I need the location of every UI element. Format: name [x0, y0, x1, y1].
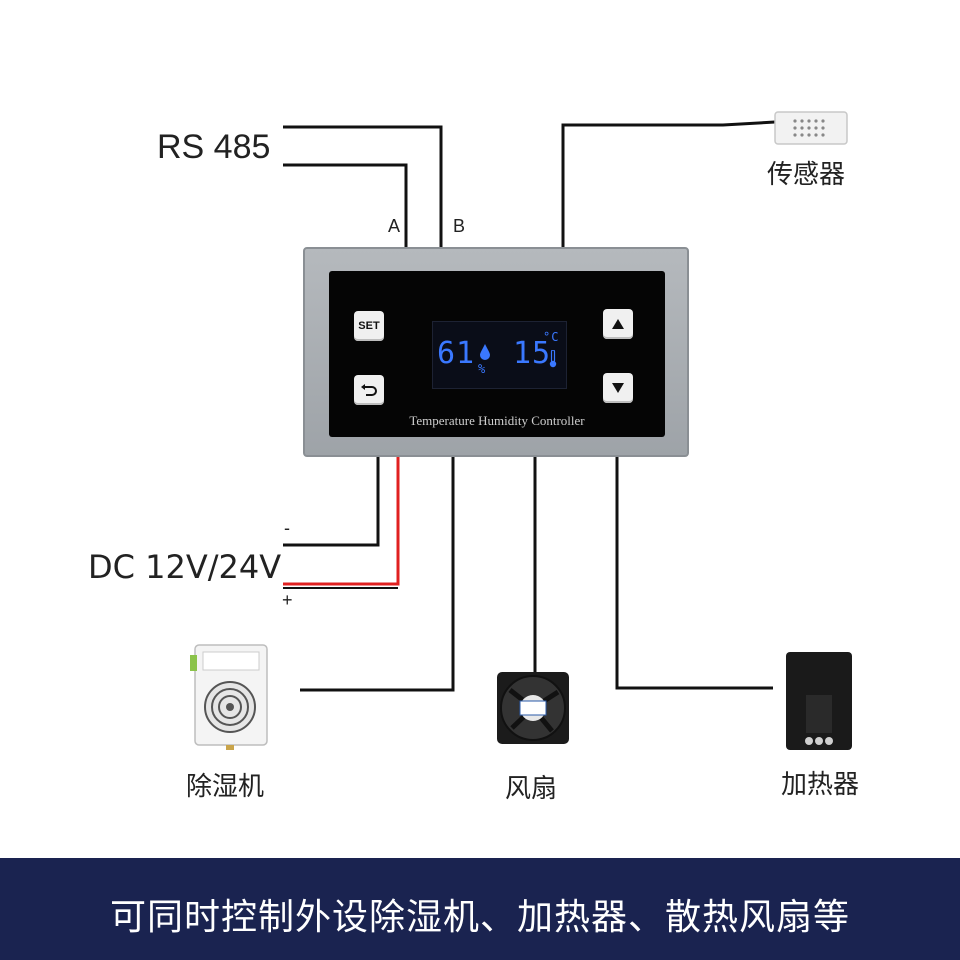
humidity-unit: % [478, 362, 487, 376]
rs485-label: RS 485 [157, 128, 271, 166]
down-button[interactable] [603, 373, 633, 403]
controller-device: SET 61 % 15 °C Temperature Humidity Cont… [303, 247, 689, 457]
power-wire-positive [283, 457, 400, 586]
up-button[interactable] [603, 309, 633, 339]
sensor-label: 传感器 [767, 160, 846, 190]
arrow-up-icon [612, 319, 624, 329]
power-label: DC 12V/24V [88, 548, 282, 586]
back-arrow-icon [361, 384, 377, 396]
temperature-value: 15 [513, 336, 552, 371]
heater-wire [615, 457, 773, 690]
back-button[interactable] [354, 375, 384, 405]
rs485-wire-a [283, 163, 408, 247]
sensor-icon [774, 111, 848, 145]
wiring-diagram [190, 111, 852, 750]
pin-b-label: B [453, 216, 466, 236]
heater-icon [786, 652, 852, 750]
fan-icon [497, 672, 569, 744]
controller-title: Temperature Humidity Controller [409, 413, 585, 428]
rs485-wire-b [283, 125, 443, 247]
footer-banner: 可同时控制外设除湿机、加热器、散热风扇等 [0, 858, 960, 960]
footer-text: 可同时控制外设除湿机、加热器、散热风扇等 [109, 897, 850, 938]
dehumidifier-label: 除湿机 [186, 772, 265, 802]
heater-label: 加热器 [781, 770, 860, 800]
set-button[interactable]: SET [354, 311, 384, 341]
power-wire-negative [283, 457, 380, 547]
power-plus-label: + [282, 590, 293, 610]
lcd-display: 61 % 15 °C [432, 321, 567, 389]
water-drop-icon [480, 344, 490, 360]
pin-a-label: A [388, 216, 401, 236]
thermometer-icon [549, 350, 557, 368]
temperature-unit: °C [543, 330, 560, 344]
dehumidifier-icon [190, 644, 268, 750]
dehumidifier-wire [300, 457, 455, 692]
fan-label: 风扇 [505, 774, 558, 804]
controller-face: SET 61 % 15 °C Temperature Humidity Cont… [329, 271, 665, 437]
power-minus-label: - [284, 518, 290, 538]
humidity-value: 61 [437, 336, 476, 371]
arrow-down-icon [612, 383, 624, 393]
sensor-wire [561, 120, 776, 247]
